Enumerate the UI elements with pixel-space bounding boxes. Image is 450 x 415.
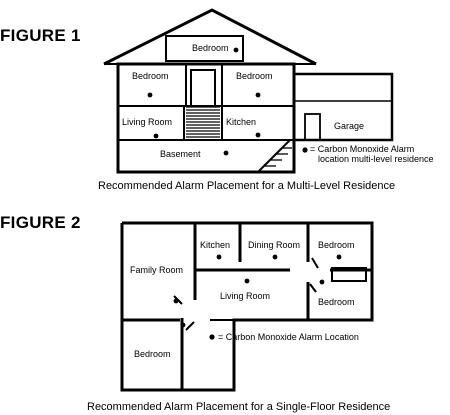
co-alarm-dot <box>244 278 250 284</box>
figure-2-caption: Recommended Alarm Placement for a Single… <box>87 401 391 413</box>
co-alarm-dot <box>336 254 342 260</box>
label-bedroom-right: Bedroom <box>236 71 273 81</box>
garage-door <box>304 113 321 141</box>
staircase <box>186 106 220 138</box>
garage-outline <box>294 72 394 142</box>
roof-outline <box>103 8 317 66</box>
co-alarm-dot <box>319 279 325 285</box>
co-alarm-dot <box>272 254 278 260</box>
house-main-body <box>116 62 296 174</box>
co-alarm-dot <box>180 322 186 328</box>
figure-2-floorplan <box>120 221 374 392</box>
attic-bedroom-room <box>165 35 244 62</box>
label-f2-bedroom-bottom-left: Bedroom <box>134 349 171 359</box>
legend-line-1: = Carbon Monoxide Alarm <box>310 144 414 154</box>
figure-2-alarms <box>173 254 342 340</box>
legend-dot <box>209 334 215 340</box>
label-bedroom-left: Bedroom <box>132 71 169 81</box>
figure-1-caption: Recommended Alarm Placement for a Multi-… <box>98 180 396 192</box>
label-f2-bedroom-top-right: Bedroom <box>318 240 355 250</box>
closet <box>331 267 367 282</box>
basement-stair-rail <box>257 139 291 173</box>
figure-1-title: FIGURE 1 <box>0 26 81 45</box>
co-alarm-dot <box>173 298 179 304</box>
co-alarm-dot <box>255 92 261 98</box>
figure-1-house <box>103 8 394 174</box>
figure-1-alarms <box>147 47 308 156</box>
legend-line-2: location multi-level residence <box>318 154 434 164</box>
basement-steps <box>264 147 292 167</box>
co-alarm-dot <box>153 133 159 139</box>
label-f2-dining-room: Dining Room <box>248 240 300 250</box>
label-kitchen: Kitchen <box>226 117 256 127</box>
label-f2-kitchen: Kitchen <box>200 240 230 250</box>
legend-dot <box>302 147 308 153</box>
label-f2-living-room: Living Room <box>220 291 270 301</box>
co-alarm-dot <box>223 150 229 156</box>
label-basement: Basement <box>160 149 201 159</box>
legend-f2: = Carbon Monoxide Alarm Location <box>218 332 359 342</box>
co-alarm-dot <box>216 254 222 260</box>
label-f2-family-room: Family Room <box>130 265 183 275</box>
co-alarm-dot <box>255 132 261 138</box>
label-living-room: Living Room <box>122 117 172 127</box>
label-attic-bedroom: Bedroom <box>192 43 229 53</box>
figure-2-title: FIGURE 2 <box>0 213 81 232</box>
label-f2-bedroom-right: Bedroom <box>318 297 355 307</box>
co-alarm-dot <box>147 92 153 98</box>
co-alarm-dot <box>233 47 239 53</box>
label-garage: Garage <box>334 121 364 131</box>
upper-hall-door <box>190 69 216 107</box>
